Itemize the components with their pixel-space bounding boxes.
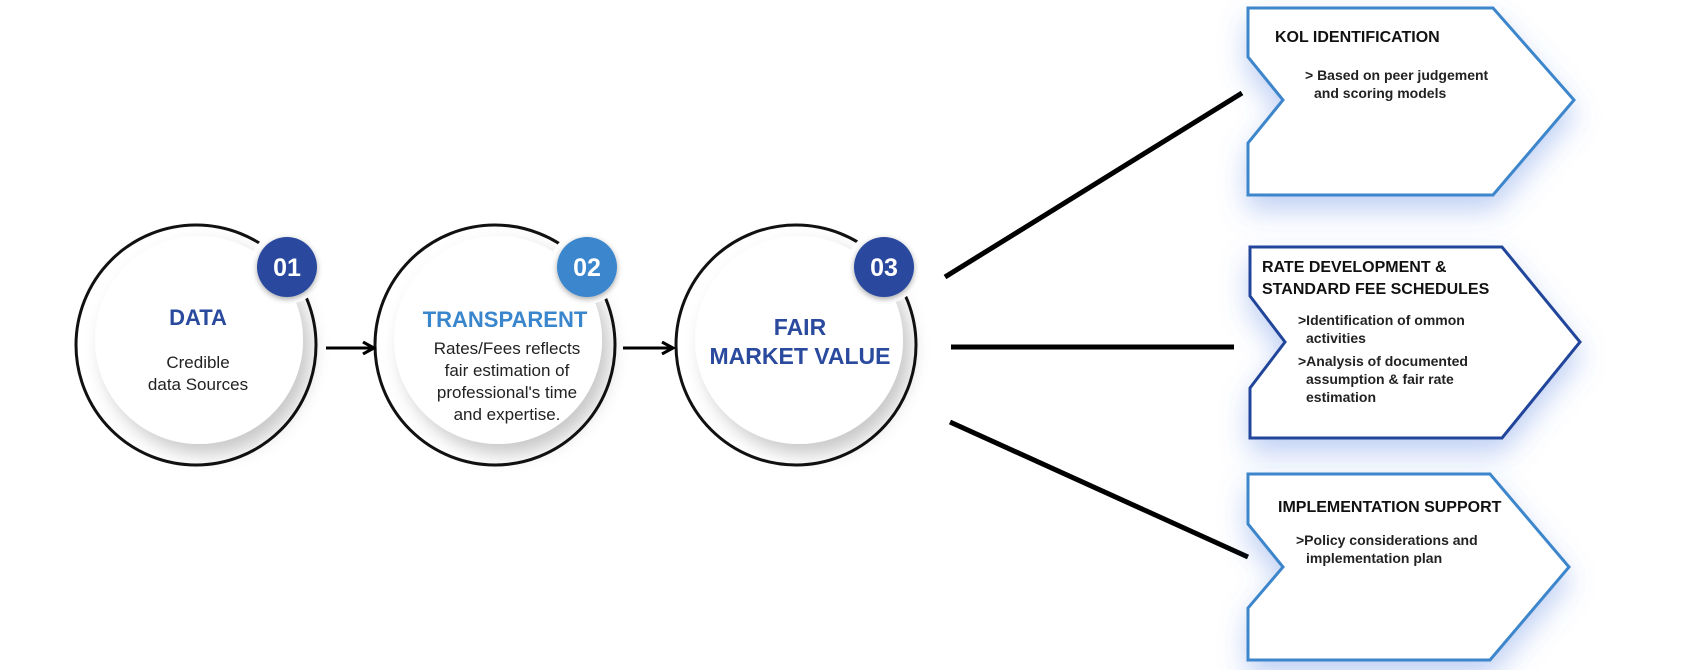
step-2-badge [557, 237, 617, 297]
box-2-line: >Analysis of documented [1298, 353, 1468, 369]
step-2-body-line: fair estimation of [445, 361, 570, 380]
box-1-line: and scoring models [1314, 85, 1446, 101]
box-2-title-line: STANDARD FEE SCHEDULES [1262, 281, 1490, 298]
step-2-badge-number: 02 [573, 254, 601, 282]
box-3-shape [1246, 472, 1571, 662]
branch-line-top [943, 90, 1244, 280]
box-implementation-support: IMPLEMENTATION SUPPORT >Policy considera… [1246, 472, 1571, 662]
step-2-body-line: and expertise. [454, 405, 561, 424]
step-1-badge [257, 237, 317, 297]
box-rate-development: RATE DEVELOPMENT & STANDARD FEE SCHEDULE… [1248, 245, 1582, 440]
box-3-title: IMPLEMENTATION SUPPORT [1278, 499, 1502, 516]
box-2-shape [1248, 245, 1582, 440]
step-3-title-line: MARKET VALUE [709, 343, 890, 369]
box-kol-identification: KOL IDENTIFICATION > Based on peer judge… [1246, 6, 1576, 197]
box-1-title: KOL IDENTIFICATION [1275, 29, 1440, 46]
step-1-body-line: data Sources [148, 375, 248, 394]
box-2-line: activities [1306, 330, 1366, 346]
step-2-title: TRANSPARENT [423, 307, 588, 332]
step-1-body-line: Credible [166, 353, 229, 372]
step-3: 03 FAIR MARKET VALUE [674, 223, 921, 467]
box-3-line: >Policy considerations and [1296, 532, 1478, 548]
step-1-inner-disc [95, 236, 303, 444]
box-1-line: > Based on peer judgement [1305, 67, 1489, 83]
box-2-title-line: RATE DEVELOPMENT & [1262, 259, 1447, 276]
step-2-body-line: professional's time [437, 383, 577, 402]
branch-line-bottom [948, 419, 1250, 560]
box-1-shape [1246, 6, 1576, 197]
box-2-line: assumption & fair rate [1306, 371, 1454, 387]
step-3-title-line: FAIR [774, 314, 827, 340]
step-1: 01 DATA Credible data Sources [74, 223, 324, 467]
box-3-line: implementation plan [1306, 550, 1442, 566]
step-3-badge [854, 237, 914, 297]
step-1-title: DATA [169, 305, 227, 330]
step-1-badge-number: 01 [273, 254, 301, 282]
step-2-body-line: Rates/Fees reflects [434, 339, 580, 358]
step-3-badge-number: 03 [870, 254, 898, 282]
step-2-inner-disc [394, 236, 602, 444]
box-2-line: >Identification of ommon [1298, 312, 1465, 328]
step-3-inner-disc [695, 236, 903, 444]
step-2: 02 TRANSPARENT Rates/Fees reflects fair … [373, 223, 624, 467]
box-2-line: estimation [1306, 389, 1376, 405]
